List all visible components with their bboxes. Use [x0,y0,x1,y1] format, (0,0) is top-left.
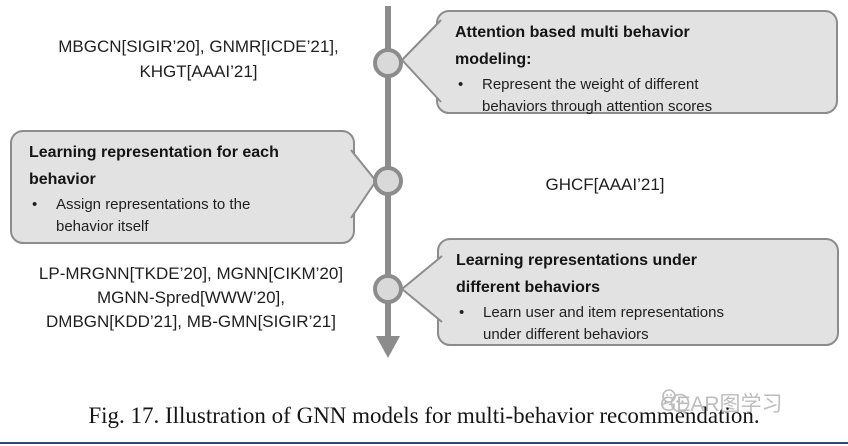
model-line: KHGT[AAAI’21] [139,62,258,81]
timeline-arrowhead-icon [376,336,400,358]
model-line: LP-MRGNN[TKDE’20], MGNN[CIKM’20] [38,264,344,283]
callout-title: Attention based multi behavior modeling: [455,24,690,68]
chat-bubbles-logo-icon [662,389,690,415]
figure-caption: Fig. 17. Illustration of GNN models for … [88,403,760,428]
callout-representation-each-behavior: Learning representation for each behavio… [10,130,355,244]
timeline-node-1 [373,48,403,78]
model-line: MBGCN[SIGIR’20], GNMR[ICDE’21], [58,37,339,56]
timeline-node-3 [373,274,403,304]
callout-bullet-text: Represent the weight of different behavi… [482,76,713,115]
bullet-icon: • [458,76,464,93]
bottom-divider [0,442,848,444]
watermark-text: GEAR图学习 [660,393,783,416]
stage2-model-list: GHCF[AAAI’21] [500,172,710,197]
callout-attention-modeling: Attention based multi behavior modeling:… [436,10,838,115]
stage3-model-list: LP-MRGNN[TKDE’20], MGNN[CIKM’20] MGNN-Sp… [16,262,366,334]
model-line: GHCF[AAAI’21] [545,175,665,194]
bullet-icon: • [32,196,38,213]
callout-title: Learning representation for each behavio… [29,144,279,188]
model-line: MGNN-Spred[WWW’20], [97,288,285,307]
timeline-node-2 [373,166,403,196]
callout3-tail [401,255,443,323]
callout-bullet-text: Assign representations to the behavior i… [56,196,251,235]
callout-title: Learning representations under different… [456,252,697,296]
callout-representations-different-behaviors: Learning representations under different… [437,238,839,346]
stage1-model-list: MBGCN[SIGIR’20], GNMR[ICDE’21], KHGT[AAA… [36,34,361,84]
watermark: GEAR图学习 [660,388,783,418]
callout-bullet-text: Learn user and item representations unde… [483,304,724,343]
model-line: DMBGN[KDD’21], MB-GMN[SIGIR’21] [46,312,336,331]
bullet-icon: • [459,304,465,321]
